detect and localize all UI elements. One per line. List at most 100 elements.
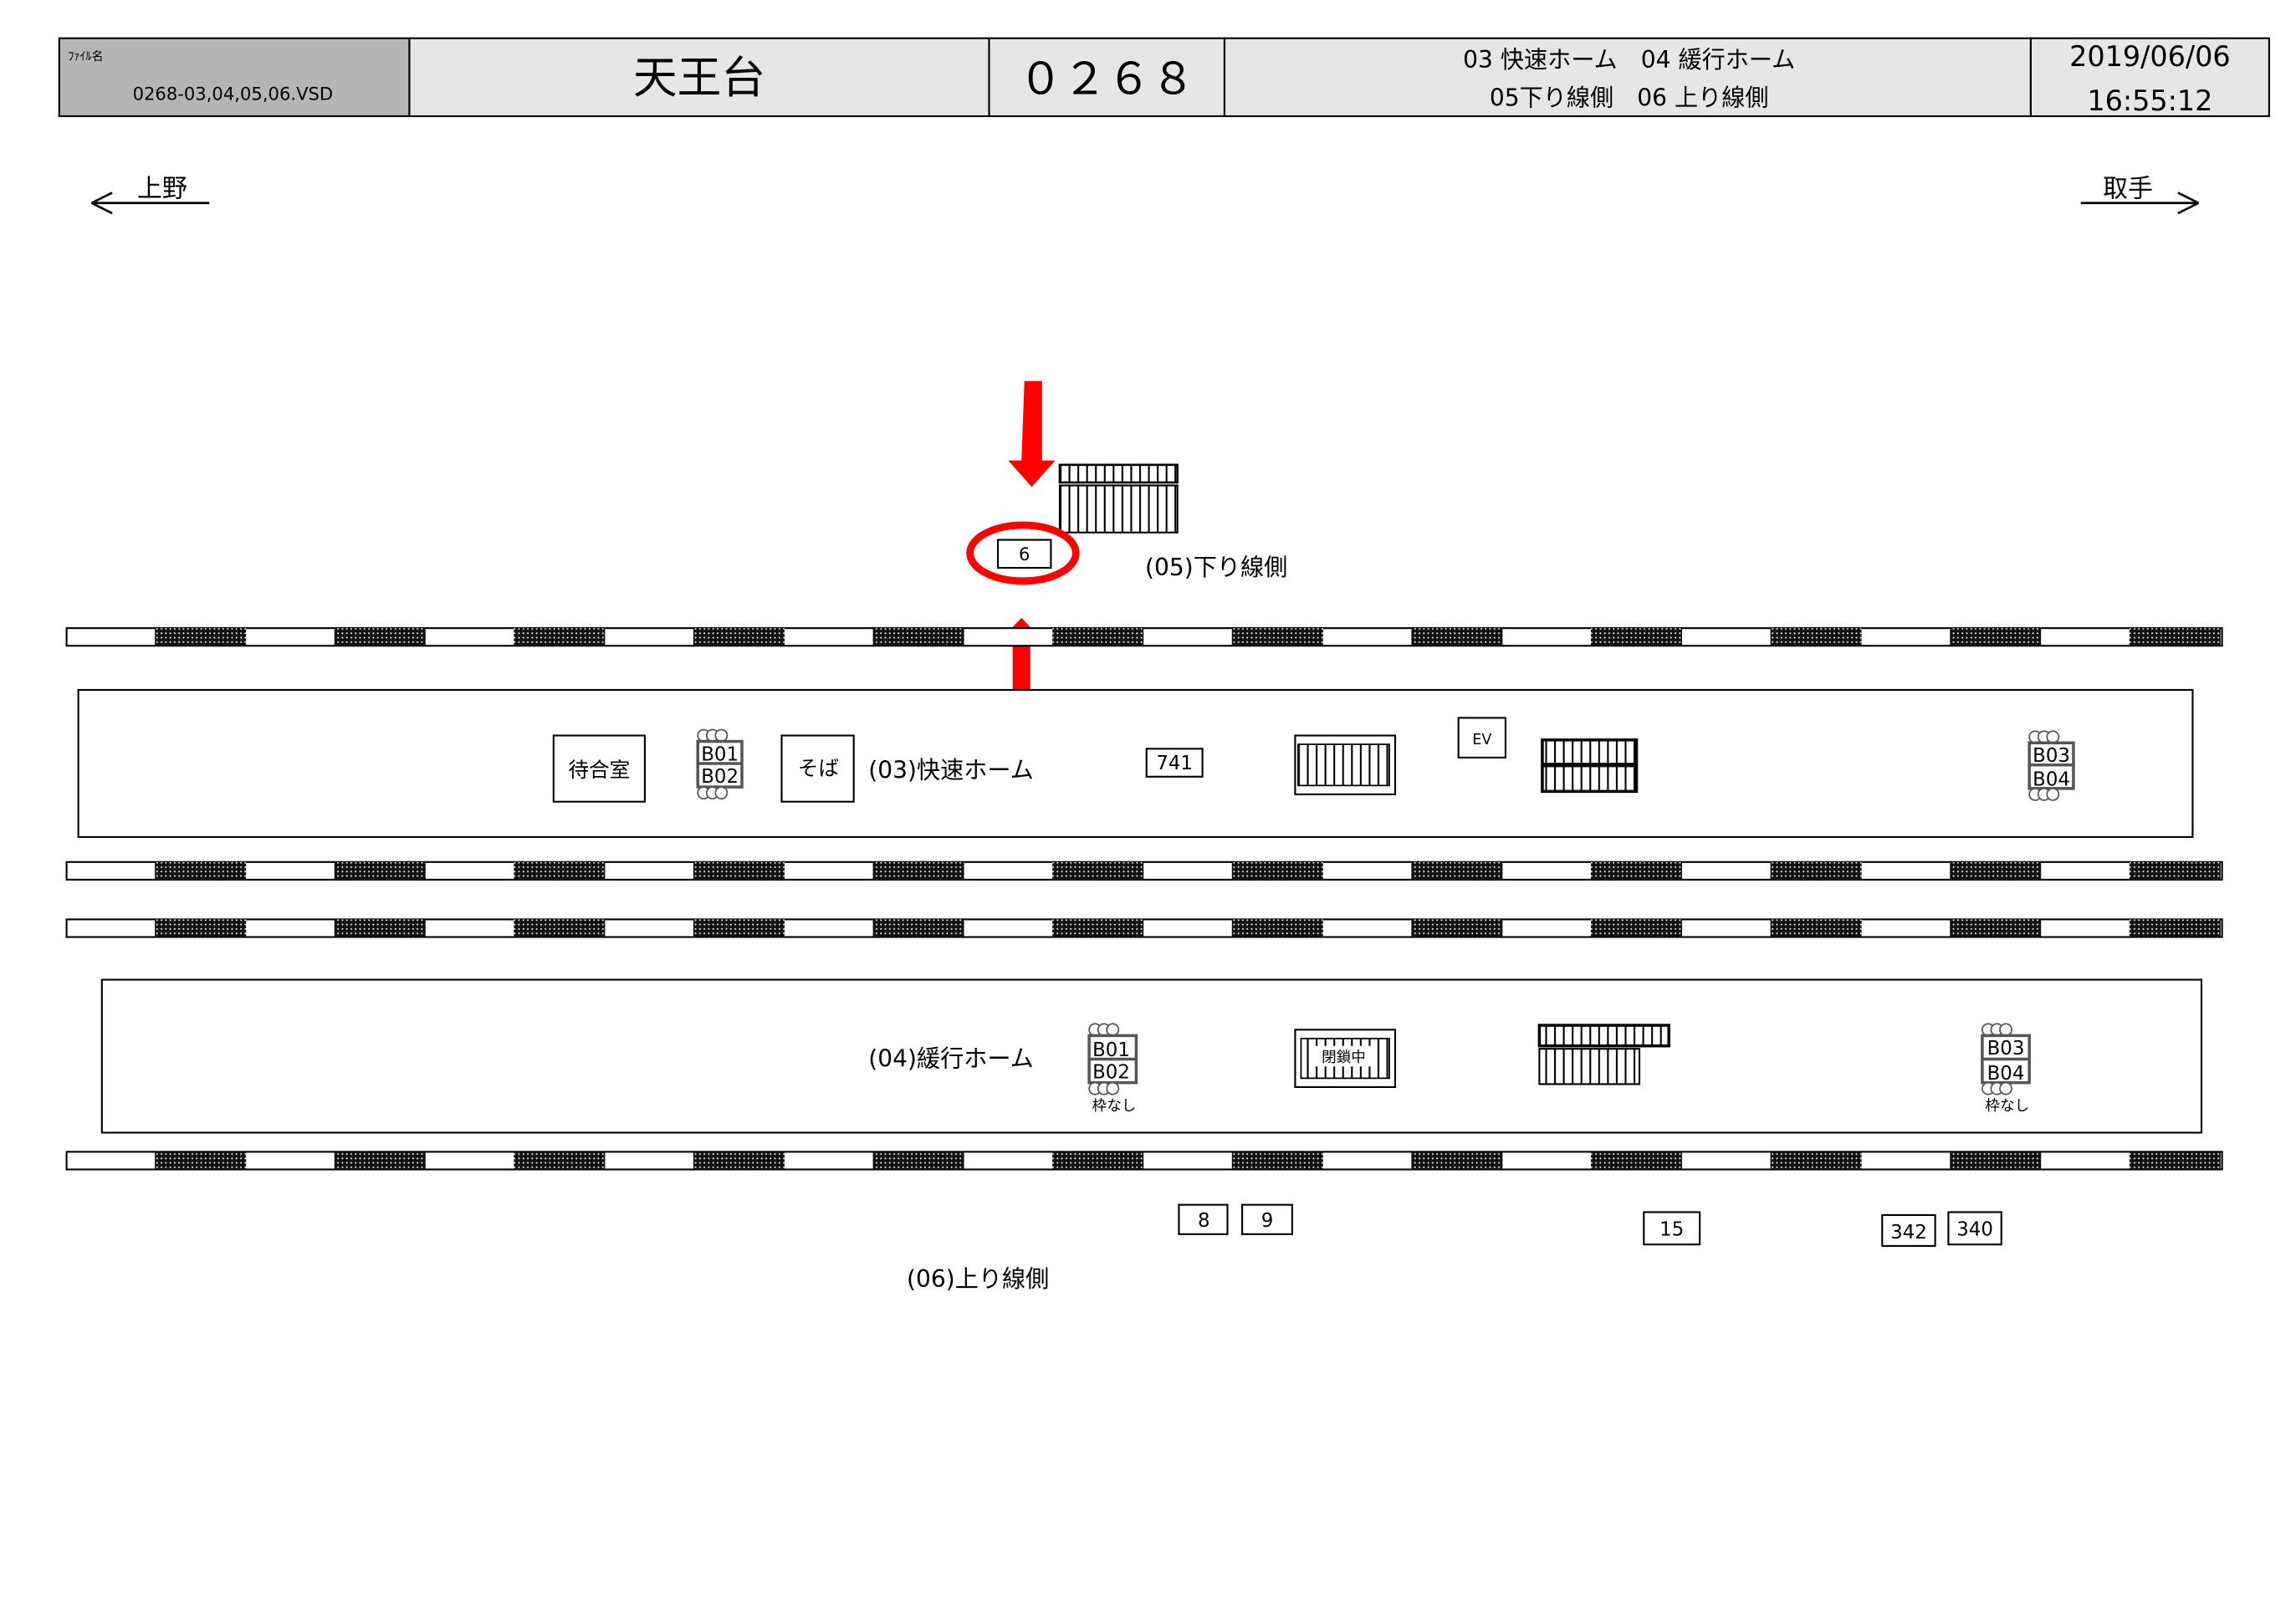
highlight-circle <box>966 521 1080 585</box>
track-sleeper-block <box>693 628 785 646</box>
station-name-cell <box>408 37 990 118</box>
track-sleeper-block <box>1411 861 1503 880</box>
sign-741 <box>1145 748 1204 778</box>
track-sleeper-block <box>1231 1152 1323 1170</box>
sign-label: 342 <box>1890 1222 1927 1244</box>
track-sleeper-block <box>514 919 606 937</box>
track-sleeper-block <box>1950 628 2042 646</box>
platform-03-label: (03)快速ホーム <box>868 757 1034 784</box>
right-arrow-icon <box>2080 192 2200 215</box>
track-sleeper-block <box>1052 628 1144 646</box>
no-frame-note: 枠なし <box>1092 1098 1137 1115</box>
bench-label: B01 <box>701 743 739 765</box>
waiting-room <box>552 734 646 803</box>
sign-6 <box>997 539 1052 569</box>
track-sleeper-block <box>334 1152 426 1170</box>
track-sleeper-block <box>1231 861 1323 880</box>
platforms-line1: 03 快速ホーム 04 緩行ホーム <box>1463 46 1795 74</box>
bench-b03-b04-p04: B03 B04 枠なし <box>1981 1023 2031 1115</box>
track-2 <box>65 861 2223 881</box>
waiting-room-label: 待合室 <box>568 758 630 782</box>
platform-04 <box>100 978 2203 1134</box>
soba-shop <box>780 734 855 803</box>
sign-label: 9 <box>1261 1210 1274 1232</box>
up-arrow-icon <box>998 617 1046 724</box>
sign-6-label: 6 <box>1019 544 1030 564</box>
stairs-escalator-p04 <box>1537 1024 1670 1085</box>
bench-label: B03 <box>2033 745 2070 767</box>
header-bar: ﾌｧｲﾙ名 0268-03,04,05,06.VSD 天王台 ０２６８ 03 快… <box>58 37 2270 118</box>
track-sleeper-block <box>1770 1152 1862 1170</box>
bench-b01-b02-p04: B01 B02 枠なし <box>1087 1023 1138 1115</box>
track-3 <box>65 918 2223 938</box>
track-sleeper-block <box>1590 1152 1683 1170</box>
track-sleeper-block <box>1231 628 1323 646</box>
track-sleeper-block <box>872 1152 964 1170</box>
closed-stairs-p04: 閉鎖中 <box>1294 1029 1397 1088</box>
file-label: ﾌｧｲﾙ名 <box>68 50 103 64</box>
sign-342: 342 <box>1881 1213 1936 1247</box>
station-code: ０２６８ <box>1019 54 1195 105</box>
platform-03 <box>77 688 2194 838</box>
track-sleeper-block <box>1590 919 1683 937</box>
sign-label: 340 <box>1956 1219 1993 1241</box>
stairs-track05 <box>1058 463 1179 534</box>
bench-label: B02 <box>701 766 739 788</box>
bench-label: B01 <box>1092 1039 1130 1061</box>
datetime-cell <box>2029 37 2270 118</box>
track-sleeper-block <box>155 861 247 880</box>
track05-label: (05)下り線側 <box>1145 554 1287 581</box>
closed-label: 閉鎖中 <box>1322 1049 1366 1066</box>
track-sleeper-block <box>1052 861 1144 880</box>
track-sleeper-block <box>872 861 964 880</box>
sign-label: 15 <box>1659 1219 1684 1241</box>
sign-340: 340 <box>1947 1211 2002 1246</box>
platform-04-label: (04)緩行ホーム <box>868 1044 1034 1072</box>
track-sleeper-block <box>1231 919 1323 937</box>
track-sleeper-block <box>872 628 964 646</box>
track-sleeper-block <box>2129 628 2221 646</box>
track-sleeper-block <box>1950 1152 2042 1170</box>
track-sleeper-block <box>155 628 247 646</box>
platforms-cell <box>1223 37 2032 118</box>
track-sleeper-block <box>2129 861 2221 880</box>
track-sleeper-block <box>693 861 785 880</box>
date-text: 2019/06/06 <box>2069 40 2231 73</box>
track-sleeper-block <box>2129 919 2221 937</box>
track-sleeper-block <box>1950 861 2042 880</box>
track-sleeper-block <box>693 919 785 937</box>
track-sleeper-block <box>1411 628 1503 646</box>
track-sleeper-block <box>514 861 606 880</box>
direction-right-label: 取手 <box>2103 175 2153 204</box>
track-sleeper-block <box>1770 861 1862 880</box>
track-sleeper-block <box>693 1152 785 1170</box>
file-name: 0268-03,04,05,06.VSD <box>133 84 334 105</box>
bench-label: B04 <box>2033 769 2070 790</box>
track-4 <box>65 1151 2223 1171</box>
sign-9: 9 <box>1241 1203 1293 1235</box>
sign-15: 15 <box>1643 1211 1701 1246</box>
track-sleeper-block <box>872 919 964 937</box>
track-sleeper-block <box>1590 861 1683 880</box>
station-code-cell <box>988 37 1226 118</box>
track-sleeper-block <box>155 919 247 937</box>
direction-right: 取手 <box>2080 175 2200 215</box>
bench-b01-b02-p03: B01 B02 <box>696 728 744 800</box>
stairs-p03 <box>1294 734 1397 795</box>
bench-label: B03 <box>1987 1038 2025 1060</box>
track-sleeper-block <box>1411 1152 1503 1170</box>
track-sleeper-block <box>2129 1152 2221 1170</box>
track-sleeper-block <box>514 628 606 646</box>
down-arrow-icon <box>1008 380 1056 488</box>
direction-left: 上野 <box>90 175 210 215</box>
track-sleeper-block <box>514 1152 606 1170</box>
sign-8: 8 <box>1178 1203 1229 1235</box>
track-sleeper-block <box>1770 628 1862 646</box>
track-sleeper-block <box>334 919 426 937</box>
track-sleeper-block <box>1770 919 1862 937</box>
platforms-line2: 05下り線側 06 上り線側 <box>1490 84 1769 112</box>
bench-label: B04 <box>1987 1063 2025 1085</box>
soba-label: そば <box>798 756 839 780</box>
track-sleeper-block <box>1052 919 1144 937</box>
